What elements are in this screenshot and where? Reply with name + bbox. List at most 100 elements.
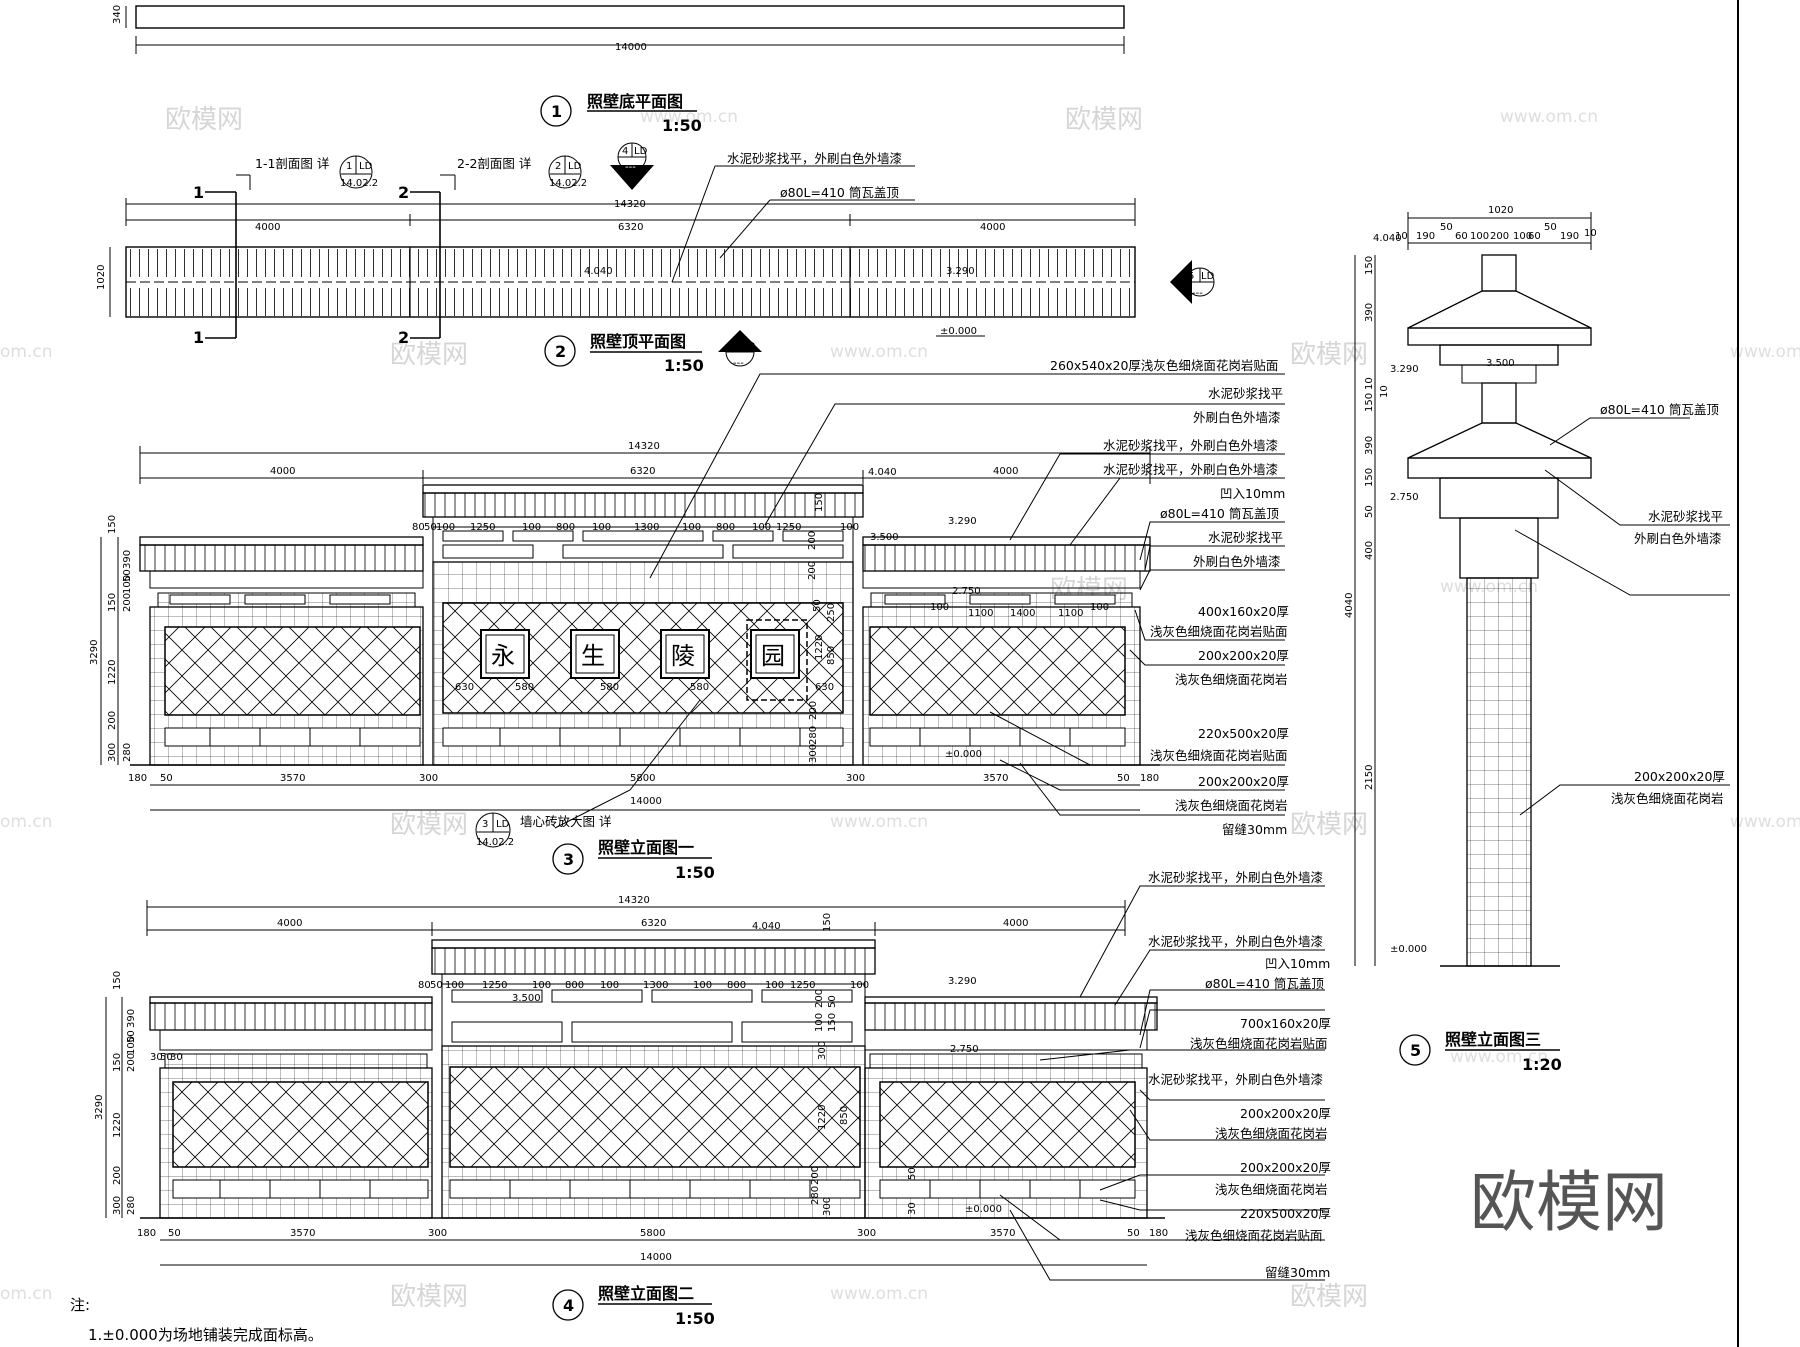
annotation-text: 水泥砂浆找平 (1648, 509, 1723, 524)
annotation-text: 1250 (482, 980, 507, 991)
annotation-text: 300 (808, 744, 819, 763)
section-mark: 2 (398, 328, 409, 347)
sign-character: 园 (761, 642, 785, 670)
dimension-text: 3.290 (948, 516, 977, 527)
annotation-text: 150 (112, 971, 123, 990)
column-shaft (1466, 577, 1532, 967)
watermark-logo: 欧模网 (1065, 105, 1143, 135)
dim-text: 4000 (980, 222, 1005, 233)
watermark-url: www.om.cn (830, 812, 928, 832)
view-scale: 1:50 (675, 1309, 715, 1328)
annotation-text: 60 (1528, 231, 1541, 242)
annotation-text: 10 (1584, 228, 1597, 239)
annotation-text: 50 (168, 1228, 181, 1239)
section-mark: 1 (193, 183, 204, 202)
signboard-characters: 永 生 陵 园 (480, 619, 808, 701)
section-mark: 2 (398, 183, 409, 202)
annotation-text: 100 (1470, 231, 1489, 242)
dimension-text: 14320 (618, 895, 650, 906)
annotation-text: 浅灰色细烧面花岗岩 (1215, 1182, 1328, 1197)
dimension-text: ±0.000 (945, 749, 982, 760)
dimension-text: 4.040 (868, 467, 897, 478)
notes-heading: 注: (70, 1296, 90, 1314)
annotation-text: 3570 (990, 1228, 1015, 1239)
annotation-text: 1400 (1010, 608, 1035, 619)
annotation-text: 60 (1455, 231, 1468, 242)
view-title: 照壁顶平面图 (590, 332, 686, 351)
annotation-text: 50 (1364, 505, 1375, 518)
annotation-text: 外刷白色外墙漆 (1634, 531, 1722, 546)
view-title: 照壁立面图三 (1445, 1030, 1541, 1049)
annotation-text: 850 (839, 1106, 850, 1125)
marker-num: 4 (622, 146, 628, 157)
marker-code: LD (742, 341, 756, 352)
marker-dash: --- (733, 358, 744, 369)
annotation-text: 1220 (107, 660, 118, 685)
view-title: 照壁立面图二 (598, 1284, 694, 1303)
annotation-text: 390 (122, 550, 133, 569)
annotation-text: 200 (807, 531, 818, 550)
annotation-text: 280 (810, 1186, 821, 1205)
watermark-url: www.om.cn (830, 342, 928, 362)
annotation-text: 外刷白色外墙漆 (1193, 554, 1281, 569)
diamond-panel (879, 1081, 1136, 1168)
annotation-text: 250 (826, 603, 837, 622)
annotation-text: 300 (419, 773, 438, 784)
section-ref-label: 1-1剖面图 详 (255, 156, 329, 171)
dimension-text: ±0.000 (1390, 944, 1427, 955)
watermark-url: www.om.cn (1500, 107, 1598, 127)
detail-num: 2 (555, 161, 561, 172)
annotation-text: 400 (1364, 541, 1375, 560)
marker-num: 5 (1188, 271, 1194, 282)
view-scale: 1:50 (664, 356, 704, 375)
annotation-text: 3290 (89, 640, 100, 665)
annotation-text: 200 (807, 561, 818, 580)
annotation-text: 1250 (776, 522, 801, 533)
dim-text: 4000 (993, 466, 1018, 477)
annotation-text: 150 (822, 913, 833, 932)
annotation-text: 浅灰色细烧面花岗岩 (1215, 1126, 1328, 1141)
view-number-circle (540, 95, 572, 127)
annotation-text: 580 (690, 682, 709, 693)
annotation-text: ø80L=410 筒瓦盖顶 (1600, 402, 1719, 417)
level-text: 3.290 (946, 266, 975, 277)
diamond-panel (449, 1066, 861, 1168)
annotation-text: 200 (112, 1166, 123, 1185)
annotation-text: 墙心砖放大图 详 (520, 814, 611, 829)
note-item: 1.±0.000为场地铺装完成面标高。 (88, 1326, 323, 1344)
annotation-text: 3570 (290, 1228, 315, 1239)
dimension-text: 3.500 (512, 993, 541, 1004)
annotation-text: 260x540x20厚浅灰色细烧面花岗岩贴面 (1050, 358, 1278, 373)
annotation-text: 300 (112, 1196, 123, 1215)
annotation-text: 外刷白色外墙漆 (1193, 410, 1281, 425)
annotation-text: 200 (107, 711, 118, 730)
watermark-url: www.om.cn (830, 1284, 928, 1304)
watermark-logo: 欧模网 (165, 105, 243, 135)
annotation-text: 14000 (630, 796, 662, 807)
annotation-text: 400x160x20厚 (1198, 604, 1289, 619)
annotation-text: 1300 (643, 980, 668, 991)
annotation-text: 浅灰色细烧面花岗岩贴面 (1150, 624, 1288, 639)
annotation-text: 200 (1490, 231, 1509, 242)
annotation-text: 800 (565, 980, 584, 991)
annotation-text: 180 (128, 773, 147, 784)
dimension-text: 14.02.2 (476, 837, 514, 848)
annotation-text: 10 (1395, 231, 1408, 242)
annotation-text: 4040 (1344, 593, 1355, 618)
annotation-text: 水泥砂浆找平 (1208, 386, 1283, 401)
detail-code: LD (359, 161, 373, 172)
annotation-text: 50 (1440, 222, 1453, 233)
view-number: 3 (563, 850, 574, 869)
annotation-text: 200x200x20厚 (1240, 1160, 1331, 1175)
watermark-logo: 欧模网 (390, 810, 468, 840)
level-text: 4.040 (584, 266, 613, 277)
watermark-url: www.om.cn (640, 107, 738, 127)
base-plan-outline (135, 5, 1125, 29)
annotation-text: 150 (107, 515, 118, 534)
view-title: 照壁立面图一 (598, 838, 694, 857)
diamond-panel (869, 626, 1126, 716)
annotation-text: 280 (126, 1196, 137, 1215)
view-number-circle (552, 843, 584, 875)
annotation-text: 150 (814, 493, 825, 512)
